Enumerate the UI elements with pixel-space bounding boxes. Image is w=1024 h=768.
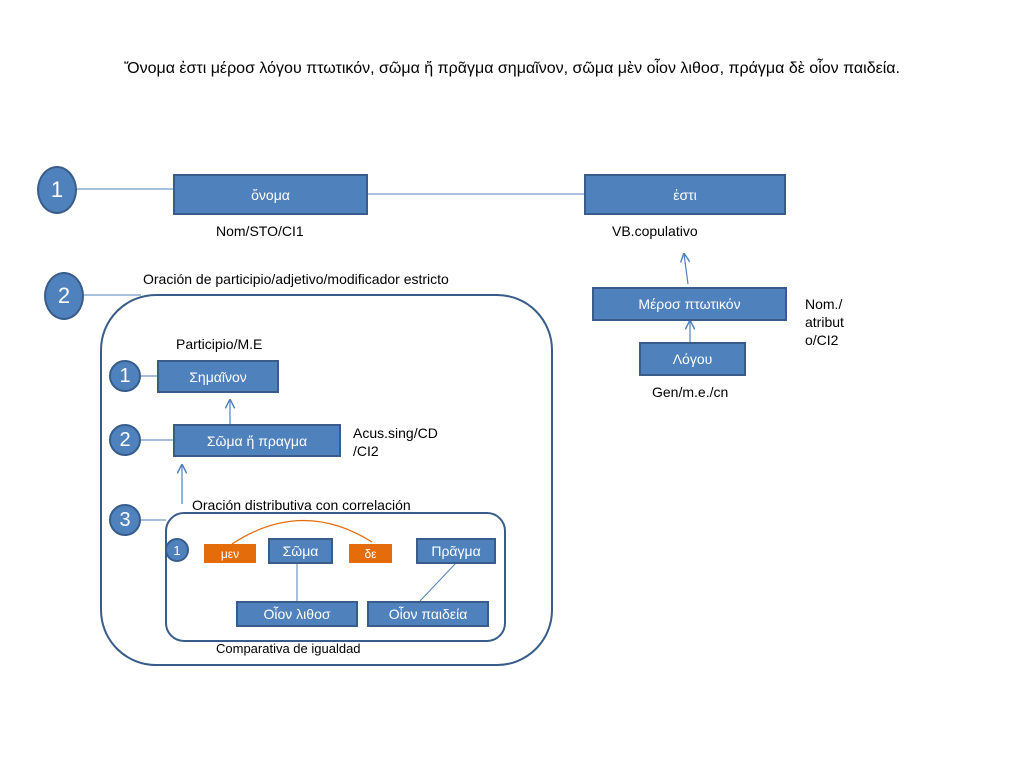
box-oion-paideia: Οἷον παιδεία: [367, 601, 489, 627]
box-pragma: Πρᾶγμα: [416, 538, 496, 564]
label-nom-atributo: Nom./ atribut o/CI2: [805, 296, 844, 348]
box-de: δε: [349, 544, 392, 563]
box-soma: Σῶμα: [268, 538, 333, 564]
circle-1: 1: [37, 166, 77, 214]
label-nom-sto: Nom/STO/CI1: [216, 223, 304, 239]
label-vb-copulativo: VB.copulativo: [612, 223, 698, 239]
box-oion-lithos: Οἷον λιθοσ: [236, 601, 358, 627]
box-onoma: ὄνομα: [173, 174, 368, 215]
box-meros: Μέροσ πτωτικόν: [592, 287, 787, 321]
box-soma-pragma: Σῶμα ἤ πραγμα: [173, 424, 341, 457]
circle-3-1: 1: [165, 538, 189, 562]
box-logou: Λόγου: [639, 342, 746, 376]
box-semainon: Σημαῖνον: [157, 360, 279, 393]
circle-2-1: 1: [109, 360, 141, 392]
box-men: μεν: [204, 544, 256, 563]
label-participio: Participio/M.E: [176, 336, 263, 352]
circle-2-2: 2: [109, 424, 141, 456]
arrow-meros-esti: [684, 254, 688, 285]
container-3: [165, 512, 506, 642]
label-oracion-participio: Oración de participio/adjetivo/modificad…: [143, 271, 449, 287]
label-oracion-distributiva: Oración distributiva con correlación: [192, 497, 411, 513]
box-esti: ἐστι: [584, 174, 786, 215]
label-gen: Gen/m.e./cn: [652, 384, 729, 400]
page-title: Ὄνομα ἐστι μέροσ λόγου πτωτικόν, σῶμα ἤ …: [124, 60, 900, 77]
label-comparativa: Comparativa de igualdad: [216, 641, 361, 656]
circle-2: 2: [44, 272, 84, 320]
correlation-arc: [231, 519, 373, 545]
container-2: [100, 294, 553, 666]
connector-pragma-paideia: [419, 562, 457, 602]
label-acus: Acus.sing/CD /CI2: [353, 425, 438, 459]
circle-2-3: 3: [109, 504, 141, 536]
